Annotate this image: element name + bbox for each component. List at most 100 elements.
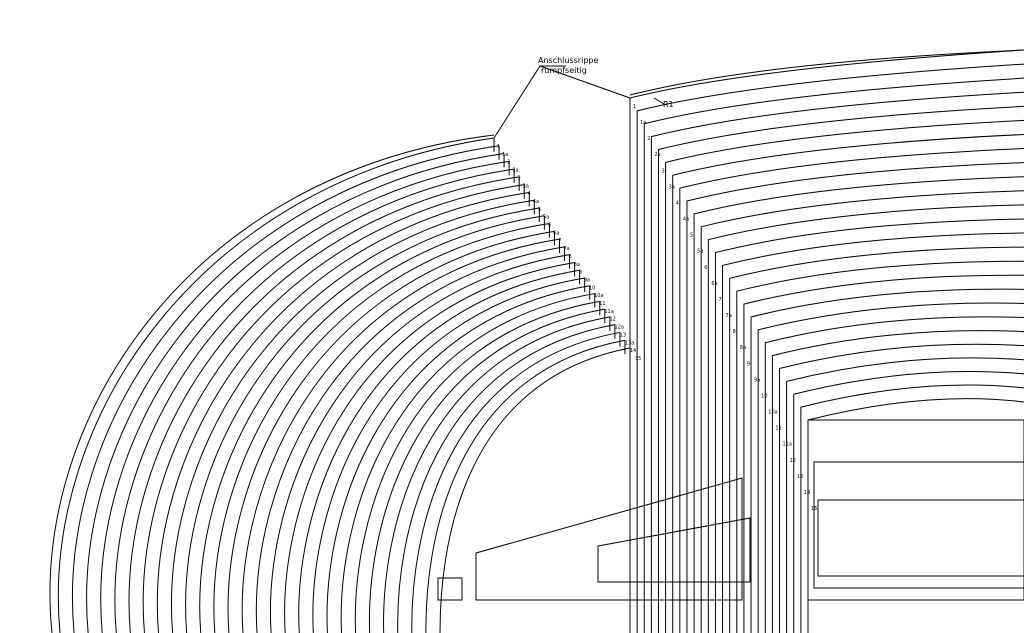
right-rib-outline [707,204,1024,633]
right-rib-label: 9a [754,377,760,383]
right-rib-outline [771,330,1024,633]
right-rib-outline [764,316,1024,633]
right-rib-outline [743,274,1024,633]
right-rib-label: 4a [683,217,689,223]
left-rib-label: 13a [625,340,634,346]
right-rib-label: 7 [718,297,721,303]
lower-rib-panel [475,477,743,601]
left-rib-outline [57,137,495,633]
left-rib-outlines [49,134,631,633]
left-rib-outline [72,145,500,633]
left-rib-label: 7 [558,238,561,244]
right-rib-outline [657,105,1024,633]
left-rib-outline [284,261,575,633]
left-rib-label: 10a [594,293,603,299]
rib-ref-label: R1 [663,100,674,109]
left-rib-label: 9 [579,270,582,276]
callout-line1: Anschlussrippe [538,56,598,65]
right-rib-label: 10a [768,410,777,416]
right-rib-label: 15 [811,506,817,512]
right-rib-label: 2 [647,136,650,142]
right-rib-outline [736,260,1024,633]
lower-rib-panel [437,577,463,601]
left-rib-label: 13 [620,332,626,338]
left-rib-label: 6 [548,223,551,229]
left-rib-outline [156,191,530,633]
left-rib-label: 8a [574,262,580,268]
right-rib-outline [750,288,1024,633]
lower-rib-panel [597,517,751,583]
left-rib-outline [298,269,580,633]
right-rib-outline [779,343,1024,633]
callout-line2: rumpfseitig [541,66,587,75]
inner-rib-box [807,419,1024,601]
right-rib-outline [686,162,1024,633]
left-rib-outline [241,238,560,633]
right-rib-label: 6a [711,281,717,287]
right-rib-label: 8a [740,345,746,351]
right-rib-outline [643,77,1024,633]
left-rib-outline [185,207,540,633]
inner-rib-box [813,461,1024,589]
left-rib-label: 11a [604,309,613,315]
left-rib-outline [354,300,600,633]
right-rib-labels: 11a22a33a44a55a66a77a88a99a1010a1111a121… [633,104,817,512]
r1-leader [653,97,665,105]
left-rib-outline [213,223,550,633]
left-rib-outline [340,293,595,633]
right-rib-label: 7a [726,313,732,319]
left-rib-outline [142,184,525,633]
inner-rib-box [817,499,1024,577]
left-rib-label: 5 [538,207,541,213]
right-rib-label: 6 [704,265,707,271]
right-rib-label: 1 [633,104,636,110]
left-rib-outline [269,254,570,633]
left-rib-label: 6a [553,230,559,236]
right-rib-outline [672,133,1024,633]
left-rib-outline [439,347,631,633]
right-rib-outer-edge [629,49,1024,96]
callout-leader [493,65,631,139]
left-rib-outline [100,160,510,633]
left-rib-label: 12a [615,325,624,331]
left-rib-label: 3 [517,175,520,181]
right-rib-label: 2a [654,152,660,158]
left-rib-label: 4a [533,199,539,205]
left-rib-outline [199,215,545,633]
left-rib-outline [411,331,621,633]
right-rib-outline [700,190,1024,633]
right-rib-label: 12 [790,458,796,464]
left-rib-label: 12 [609,317,615,323]
right-rib-label: 9 [747,361,750,367]
left-rib-outline [227,230,555,633]
right-rib-label: 4 [676,200,679,206]
left-rib-outline [425,339,626,633]
right-rib-outline [714,218,1024,633]
left-rib-label: 11 [599,301,605,307]
left-rib-label: 7a [563,246,569,252]
left-rib-outline [255,246,565,633]
right-rib-outlines [437,49,1024,633]
left-rib-label: 3a [523,183,529,189]
left-rib-label: 14 [630,348,636,354]
right-rib-label: 3 [661,168,664,174]
left-rib-label: 8 [569,254,572,260]
left-rib-outline [383,316,610,633]
right-rib-outline [693,176,1024,633]
right-rib-outline [679,148,1024,633]
right-rib-outline [800,384,1024,633]
right-rib-label: 13 [797,474,803,480]
right-rib-outline [807,398,1024,633]
right-rib-outline [793,371,1024,633]
left-rib-labels: 11a22a33a44a55a66a77a88a99a1010a1111a121… [497,144,641,362]
right-rib-outline [629,49,1024,633]
left-rib-outer-edge [49,134,495,633]
right-rib-outline [722,232,1024,633]
right-rib-label: 10 [761,393,767,399]
left-rib-outline [368,308,605,633]
left-rib-outline [171,199,535,633]
left-rib-outline [86,153,505,633]
right-rib-outline [665,119,1024,633]
right-rib-outline [757,302,1024,633]
